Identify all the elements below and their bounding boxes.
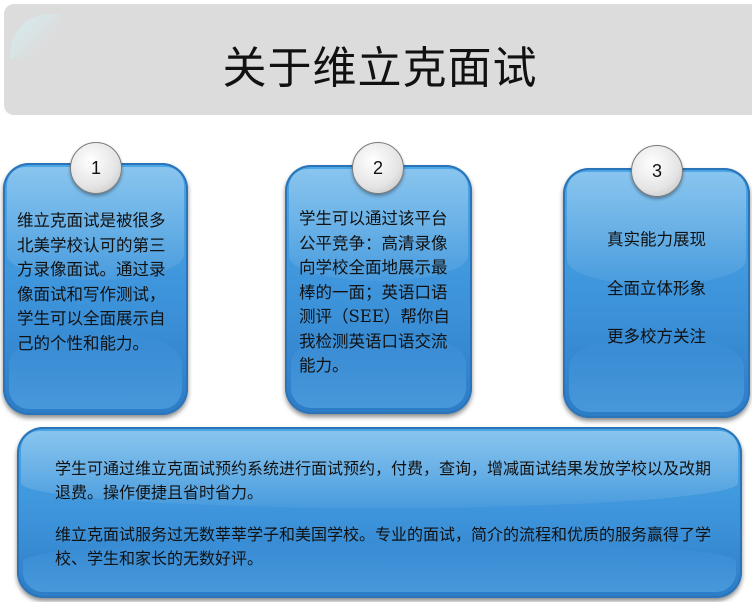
card-3-number-badge: 3: [631, 145, 683, 197]
summary-text: 学生可通过维立克面试预约系统进行面试预约，付费，查询，增减面试结果发放学校以及改…: [17, 427, 742, 571]
card-2: 学生可以通过该平台公平竞争：高清录像向学校全面地展示最棒的一面；英语口语测评（S…: [285, 165, 472, 414]
card-3-list: 真实能力展现 全面立体形象 更多校方关注: [563, 168, 750, 350]
card-1-text: 维立克面试是被很多北美学校认可的第三方录像面试。通过录像面试和写作测试，学生可以…: [17, 211, 166, 353]
card-3-item: 真实能力展现: [607, 230, 706, 249]
card-1-number-badge: 1: [70, 142, 122, 194]
page-title: 关于维立克面试: [222, 44, 538, 93]
card-2-text: 学生可以通过该平台公平竞争：高清录像向学校全面地展示最棒的一面；英语口语测评（S…: [299, 209, 450, 375]
summary-paragraph: 学生可通过维立克面试预约系统进行面试预约，付费，查询，增减面试结果发放学校以及改…: [55, 459, 712, 502]
card-3-item: 全面立体形象: [607, 278, 706, 298]
card-2-number-badge: 2: [352, 142, 404, 194]
title-banner: 关于维立克面试: [4, 4, 752, 115]
summary-paragraph: 维立克面试服务过无数莘莘学子和美国学校。专业的面试，简介的流程和优质的服务赢得了…: [55, 525, 712, 568]
summary-panel: 学生可通过维立克面试预约系统进行面试预约，付费，查询，增减面试结果发放学校以及改…: [17, 427, 742, 598]
card-1: 维立克面试是被很多北美学校认可的第三方录像面试。通过录像面试和写作测试，学生可以…: [3, 163, 188, 415]
card-3-item: 更多校方关注: [607, 327, 706, 346]
card-3: 真实能力展现 全面立体形象 更多校方关注: [563, 168, 750, 418]
